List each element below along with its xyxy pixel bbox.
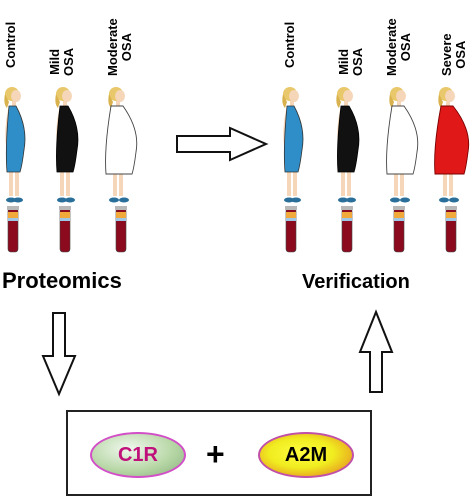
figure-mild-osa-right <box>334 85 360 203</box>
arrow-down-icon <box>41 312 77 397</box>
c1r-label: C1R <box>117 443 158 466</box>
a2m-marker: A2M <box>258 432 354 478</box>
figure-moderate-osa-left <box>105 85 138 203</box>
arrow-up-icon <box>358 309 394 393</box>
figure-control-right <box>280 85 304 203</box>
blood-tube <box>285 206 297 253</box>
a2m-label: A2M <box>284 443 328 466</box>
figure-control-left <box>2 85 26 203</box>
figure-severe-osa-right <box>434 85 470 203</box>
blood-tube <box>341 206 353 253</box>
arrow-right-icon <box>176 126 269 162</box>
blood-tube <box>445 206 457 253</box>
blood-tube <box>115 206 127 253</box>
plus-sign: + <box>206 436 225 472</box>
figure-moderate-osa-right <box>386 85 419 203</box>
blood-tube <box>59 206 71 253</box>
biomarker-result-box: C1R + A2M <box>66 410 372 496</box>
proteomics-title: Proteomics <box>2 268 122 293</box>
verification-title: Verification <box>302 271 410 293</box>
figure-mild-osa-left <box>53 85 79 203</box>
c1r-marker: C1R <box>90 432 186 478</box>
blood-tubes <box>7 206 457 253</box>
blood-tube <box>7 206 19 253</box>
blood-tube <box>393 206 405 253</box>
